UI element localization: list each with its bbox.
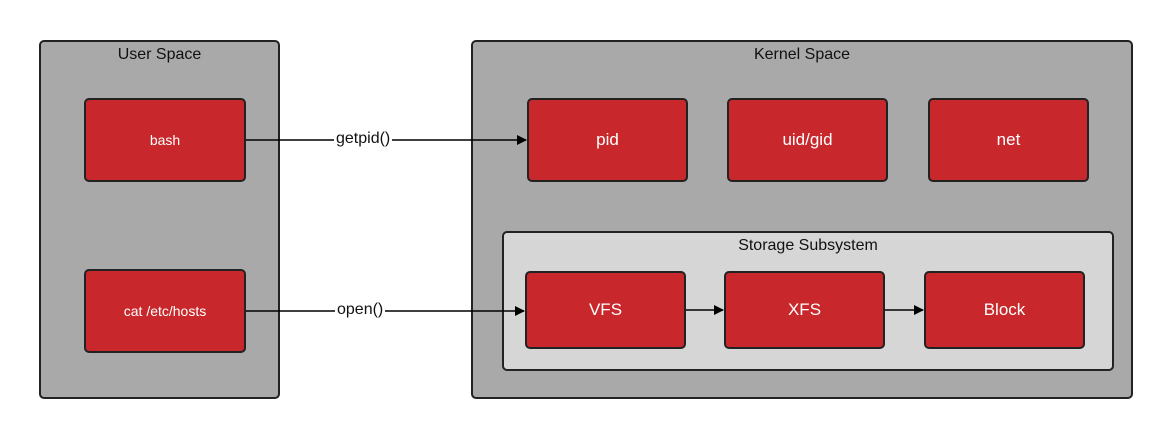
bash-node[interactable]: bash [84, 98, 246, 182]
pid-node[interactable]: pid [527, 98, 688, 182]
uid-gid-node[interactable]: uid/gid [727, 98, 888, 182]
user-space-title: User Space [117, 46, 202, 63]
vfs-node[interactable]: VFS [525, 271, 686, 349]
block-node[interactable]: Block [924, 271, 1085, 349]
net-node[interactable]: net [928, 98, 1089, 182]
getpid-label: getpid() [334, 130, 393, 148]
xfs-node[interactable]: XFS [724, 271, 885, 349]
cat-etc-hosts-node[interactable]: cat /etc/hosts [84, 269, 246, 353]
kernel-space-title: Kernel Space [753, 46, 851, 63]
storage-subsystem-title: Storage Subsystem [738, 237, 878, 254]
open-label: open() [335, 301, 386, 319]
